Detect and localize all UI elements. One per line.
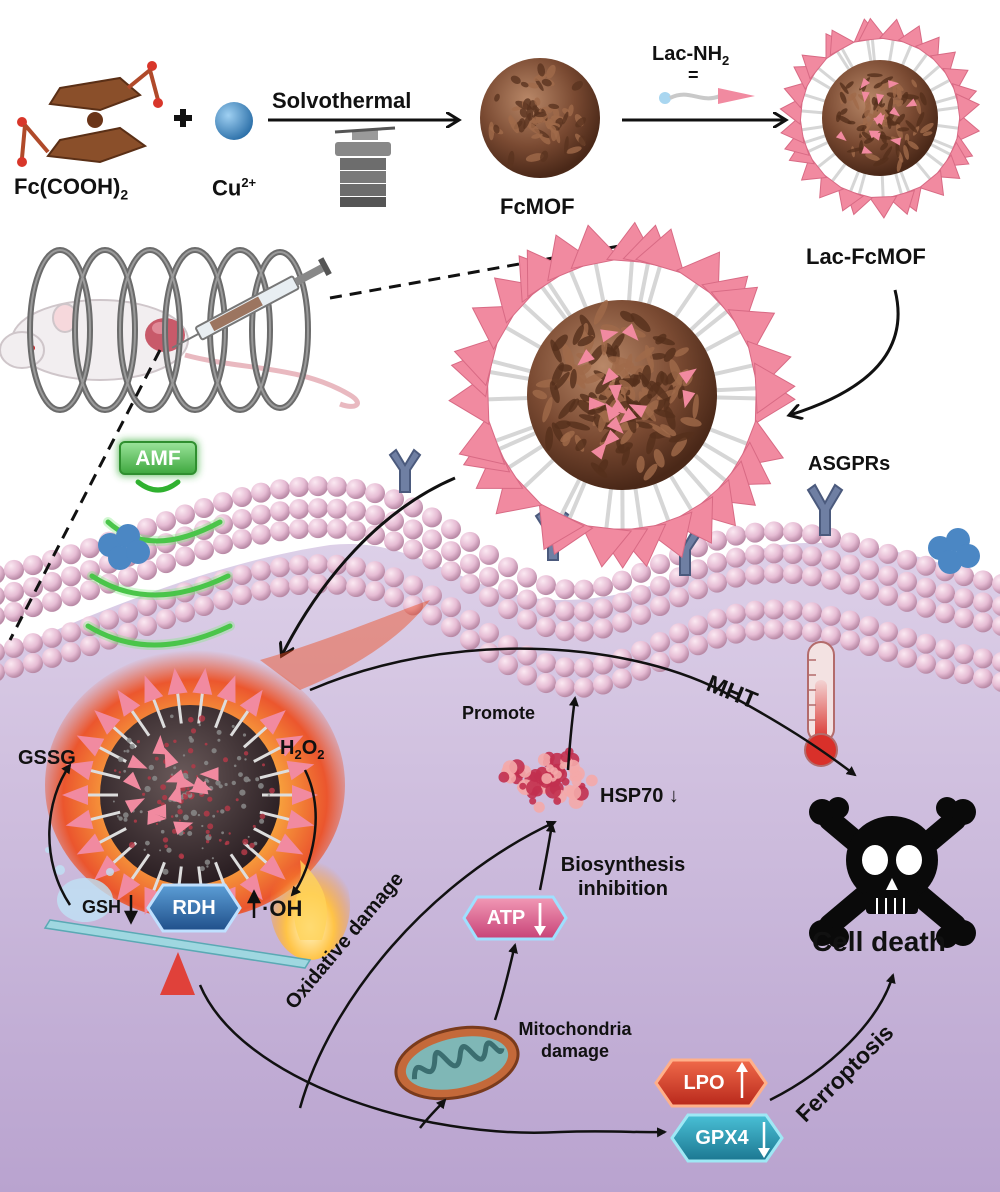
amf-label: AMF bbox=[135, 447, 181, 470]
oh-label: ·OH bbox=[262, 896, 303, 921]
gpx4-label: GPX4 bbox=[695, 1127, 749, 1149]
gpx4-hexagon bbox=[670, 1113, 784, 1163]
cell-death-label: Cell death bbox=[812, 926, 946, 957]
amf-waves-glow bbox=[83, 517, 235, 650]
rdh-label: RDH bbox=[172, 897, 216, 919]
amf-box bbox=[118, 440, 198, 476]
skull-icon bbox=[809, 797, 976, 948]
atp-label: ATP bbox=[486, 907, 526, 929]
thermometer-icon bbox=[804, 641, 838, 767]
asgprs-label: ASGPRs bbox=[808, 453, 891, 475]
ferrocene-molecule bbox=[17, 61, 163, 167]
lac-fcmof-label: Lac-FcMOF bbox=[806, 244, 926, 269]
rdh-hexagon bbox=[146, 883, 242, 933]
fc-cooh-label: Fc(COOH)2 bbox=[14, 174, 129, 203]
protein-cluster-right bbox=[928, 528, 980, 574]
heating-particle bbox=[45, 600, 430, 923]
gsh-label: GSH bbox=[82, 897, 122, 917]
cu-label: Cu2+ bbox=[212, 175, 257, 201]
lac-fcmof-small bbox=[779, 17, 981, 219]
gssg-label: GSSG bbox=[18, 747, 76, 769]
equals-symbol: = bbox=[688, 65, 699, 85]
solvothermal-label: Solvothermal bbox=[272, 88, 412, 113]
lpo-label: LPO bbox=[683, 1072, 725, 1094]
autoclave-icon bbox=[334, 126, 396, 207]
amf-waves bbox=[85, 479, 233, 648]
mouse-coil-illustration bbox=[0, 247, 360, 413]
hsp70-label: HSP70 ↓ bbox=[600, 785, 679, 807]
lac-fcmof-large bbox=[448, 221, 796, 569]
promote-label: Promote bbox=[462, 703, 536, 723]
mitochondria-icon bbox=[394, 1025, 520, 1101]
fcmof-label: FcMOF bbox=[500, 194, 575, 219]
protein-cluster-left bbox=[98, 524, 150, 570]
copper-ion bbox=[215, 102, 253, 140]
h2o2-label: H2O2 bbox=[280, 737, 325, 762]
lac-nh2-label: Lac-NH2 bbox=[652, 43, 730, 68]
seesaw bbox=[43, 919, 312, 995]
fcmof-sphere bbox=[480, 58, 600, 178]
plus-icon bbox=[174, 109, 192, 127]
lac-ligand-icon bbox=[659, 88, 755, 104]
membrane-bilayer bbox=[0, 476, 1000, 698]
